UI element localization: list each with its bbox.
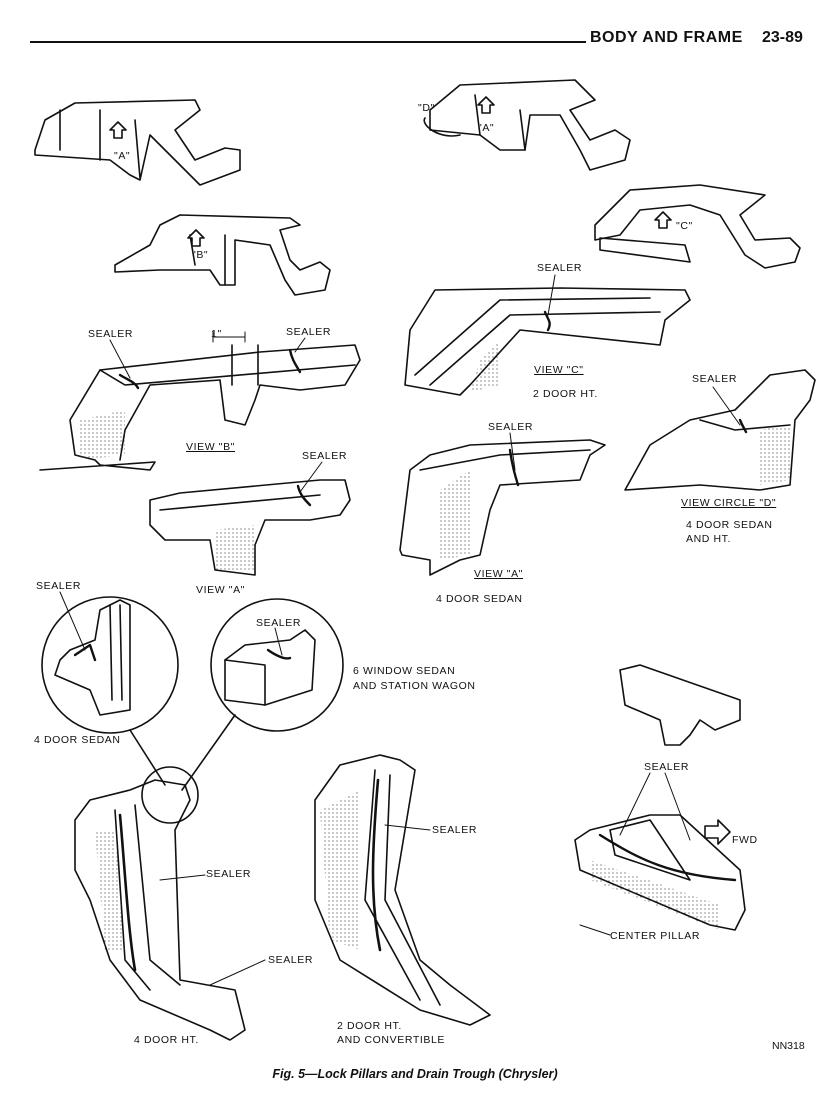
label-4-door-sedan-view-a: 4 DOOR SEDAN <box>436 593 523 605</box>
detail-callout-circle <box>141 766 199 824</box>
label-c: "C" <box>676 220 693 232</box>
label-sealer-2-door: SEALER <box>432 824 478 836</box>
label-view-b: VIEW "B" <box>186 441 236 453</box>
label-4-door-sedan-inset: 4 DOOR SEDAN <box>34 734 121 746</box>
label-center-pillar: CENTER PILLAR <box>610 930 701 942</box>
two-door-ht-pillar <box>314 754 491 1026</box>
label-4-door-sedan-d: 4 DOOR SEDAN <box>686 519 773 531</box>
four-door-ht-pillar <box>74 779 246 1041</box>
label-and-ht: AND HT. <box>686 533 732 545</box>
label-a-top-left: "A" <box>114 150 131 162</box>
label-sealer-view-a-right: SEALER <box>488 421 534 433</box>
figure-code: NN318 <box>772 1040 805 1052</box>
label-d: "D" <box>418 102 435 114</box>
label-sealer-view-c: SEALER <box>537 262 583 274</box>
view-c-detail <box>404 287 691 396</box>
header-rule <box>30 41 586 43</box>
label-6-window-sedan: 6 WINDOW SEDAN <box>353 665 456 677</box>
label-2-door-ht: 2 DOOR HT. <box>533 388 598 400</box>
circle-inset-4-door-sedan <box>41 596 179 734</box>
label-one-inch: 1" <box>211 328 222 340</box>
figure-caption: Fig. 5—Lock Pillars and Drain Trough (Ch… <box>272 1067 558 1081</box>
label-sealer-view-b-right: SEALER <box>286 326 332 338</box>
forward-arrow-icon <box>704 819 731 845</box>
label-sealer-view-d: SEALER <box>692 373 738 385</box>
label-2-door-ht-bottom: 2 DOOR HT. <box>337 1020 402 1032</box>
label-sealer-inset-right: SEALER <box>256 617 302 629</box>
center-pillar-detail <box>574 664 746 931</box>
label-sealer-bottom: SEALER <box>268 954 314 966</box>
label-and-convertible: AND CONVERTIBLE <box>337 1034 445 1046</box>
label-a-top-right: "A" <box>478 122 495 134</box>
view-b-detail <box>39 344 361 471</box>
label-b: "B" <box>192 249 209 261</box>
label-sealer-4-door-ht: SEALER <box>206 868 252 880</box>
page-number: 23-89 <box>762 29 803 46</box>
circle-inset-6-window <box>210 598 344 732</box>
label-view-c: VIEW "C" <box>534 364 584 376</box>
view-a-left-detail <box>149 479 351 576</box>
section-title: BODY AND FRAME <box>590 29 743 46</box>
label-fwd: FWD <box>732 834 758 846</box>
label-sealer-view-b-left: SEALER <box>88 328 134 340</box>
car-body-sketch-d <box>423 79 631 171</box>
leader-lines <box>59 274 741 986</box>
view-circle-d-detail <box>624 369 816 491</box>
label-4-door-ht: 4 DOOR HT. <box>134 1034 199 1046</box>
label-sealer-center-pillar: SEALER <box>644 761 690 773</box>
label-view-a-right: VIEW "A" <box>474 568 524 580</box>
view-a-right-detail <box>399 439 606 576</box>
label-view-circle-d: VIEW CIRCLE "D" <box>681 497 777 509</box>
label-and-station-wagon: AND STATION WAGON <box>353 680 476 692</box>
label-sealer-view-a-left: SEALER <box>302 450 348 462</box>
label-sealer-inset-left: SEALER <box>36 580 82 592</box>
car-body-sketch-c <box>594 184 801 269</box>
car-body-sketch-b <box>114 214 331 296</box>
label-view-a-left: VIEW "A" <box>196 584 246 596</box>
inset-connector-lines <box>129 714 236 791</box>
car-body-sketch-a <box>34 99 241 186</box>
